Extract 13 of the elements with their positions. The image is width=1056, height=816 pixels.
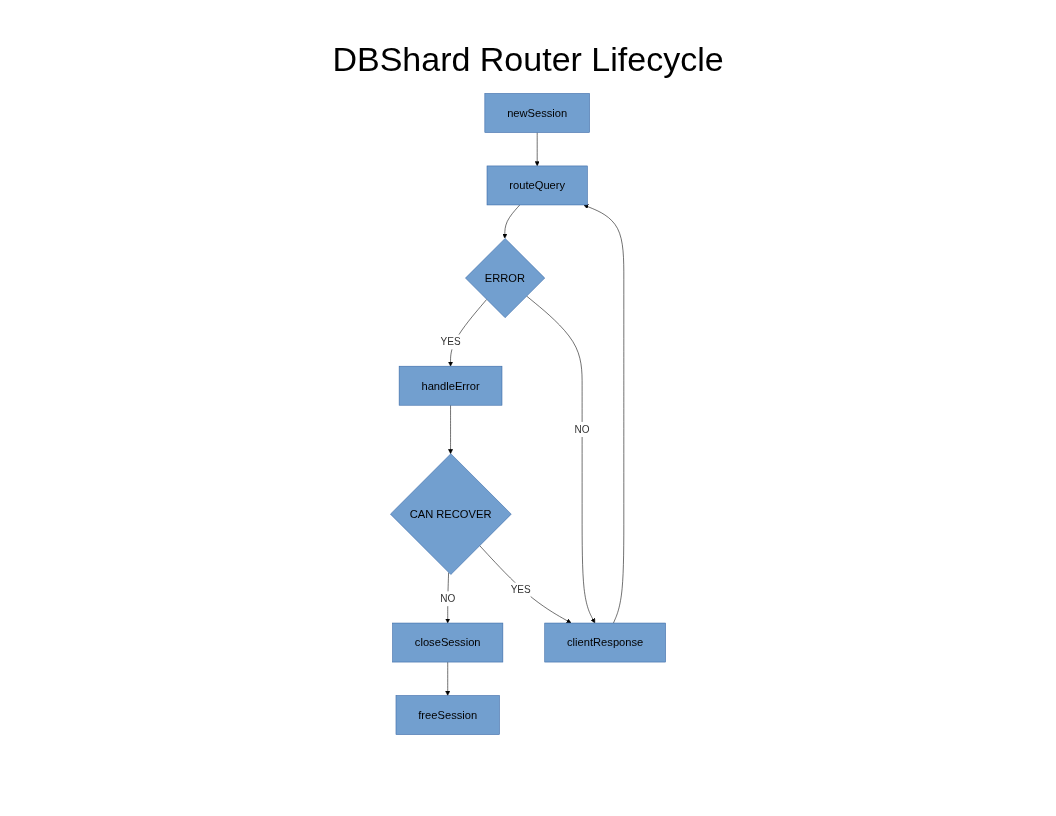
edge-label: NO — [574, 423, 590, 435]
node-box: closeSession — [392, 622, 504, 663]
edge-label: YES — [510, 584, 531, 596]
node-diamond: CAN RECOVER — [390, 453, 512, 575]
edge-label: YES — [440, 336, 461, 348]
node-diamond: ERROR — [465, 238, 546, 318]
node-box: handleError — [398, 365, 503, 406]
node-box: routeQuery — [486, 165, 588, 206]
node-box: clientResponse — [544, 622, 666, 663]
node-box: freeSession — [395, 695, 500, 735]
edge-label: NO — [440, 592, 456, 605]
diagram-title: DBShard Router Lifecycle — [331, 40, 725, 79]
node-box: newSession — [484, 93, 590, 133]
